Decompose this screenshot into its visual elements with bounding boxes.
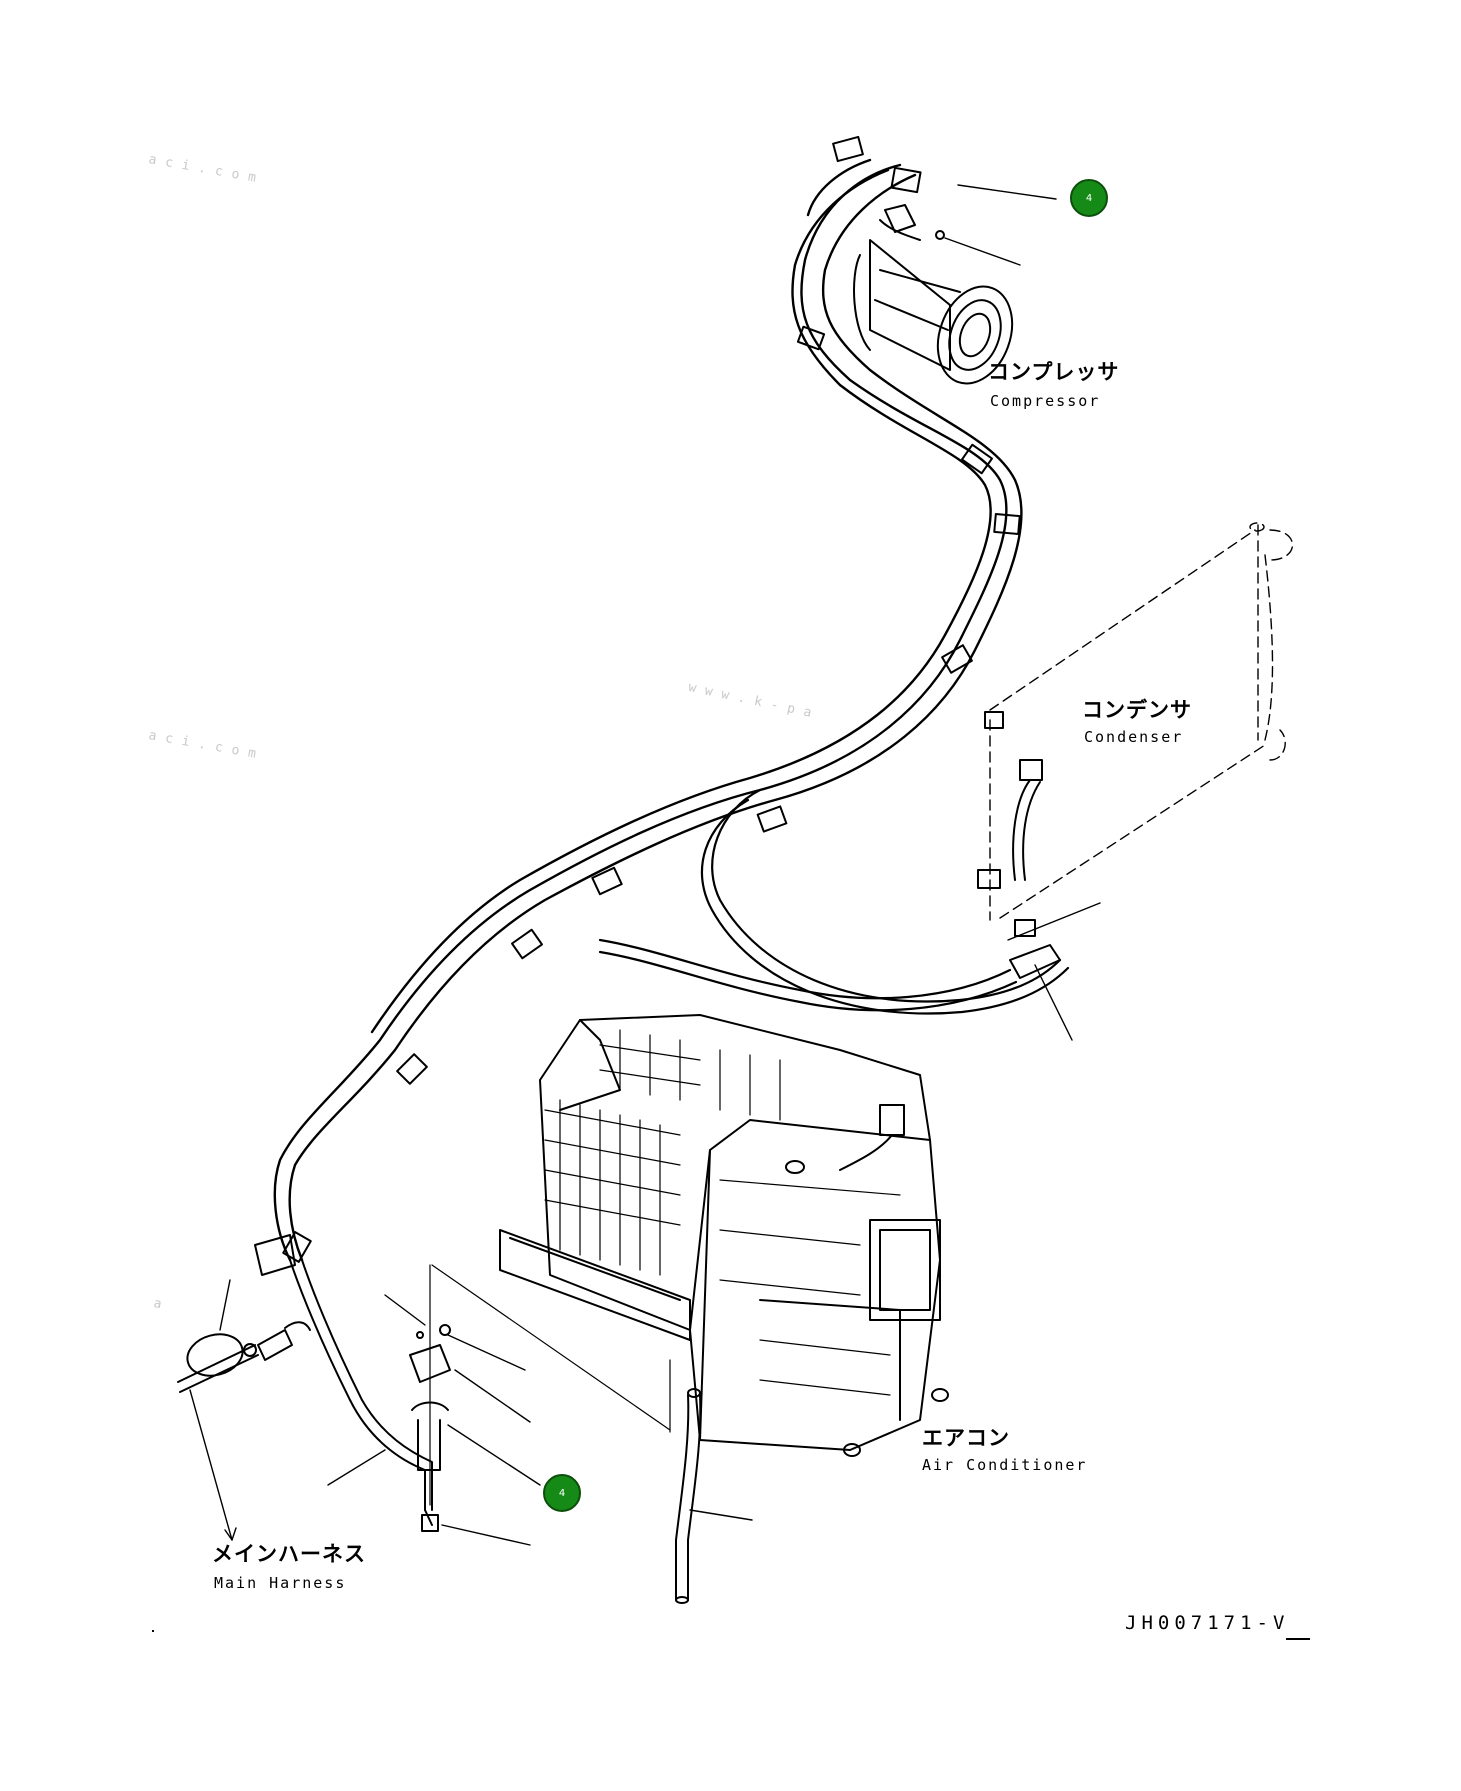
watermark-bottom-left: a [152, 1296, 172, 1314]
condenser-label-en: Condenser [1084, 728, 1184, 746]
callout-part-4-top[interactable]: 4 [1070, 179, 1108, 217]
compressor [853, 184, 1057, 385]
air-conditioner-label-jp: エアコン [922, 1426, 1010, 1450]
liquid-line [598, 788, 1070, 1015]
main-harness-label-en: Main Harness [214, 1574, 347, 1592]
fitting-bracket [429, 1264, 671, 1506]
hose-clamps [282, 135, 1021, 1263]
expansion-pipes [289, 1259, 541, 1546]
hose-bundle [273, 158, 1023, 1262]
corner-dot [152, 1630, 154, 1632]
drawing-id: JH007171-V [1125, 1612, 1290, 1634]
air-conditioner-unit [499, 1014, 949, 1457]
air-conditioner-label-en: Air Conditioner [922, 1456, 1088, 1474]
drain-hose [675, 1388, 753, 1604]
compressor-label-jp: コンプレッサ [988, 360, 1120, 384]
condenser [989, 522, 1294, 921]
compressor-label-en: Compressor [990, 392, 1101, 410]
callout-part-4-bottom[interactable]: 4 [543, 1474, 581, 1512]
drawing-id-underline [1286, 1638, 1310, 1640]
harness-connector [177, 1234, 311, 1541]
air-conditioner-grid [544, 1029, 901, 1396]
condenser-fittings [977, 711, 1101, 1041]
condenser-label-jp: コンデンサ [1082, 698, 1192, 722]
main-harness-label-jp: メインハーネス [212, 1542, 366, 1566]
